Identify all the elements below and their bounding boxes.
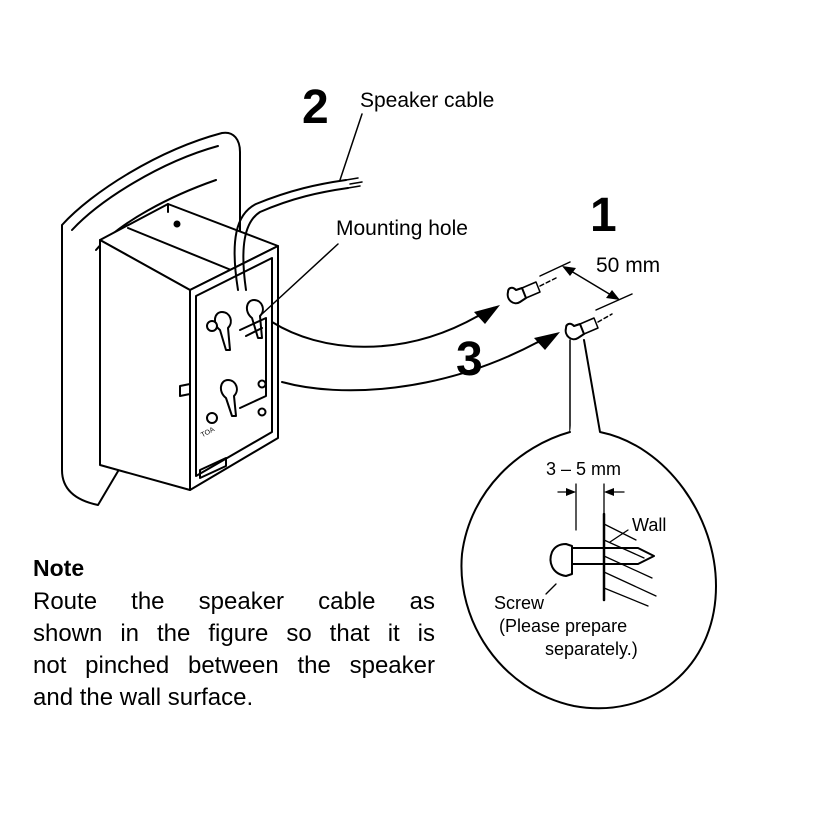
spacing-label: 50 mm	[596, 254, 661, 277]
speaker-cable-leader	[339, 113, 363, 181]
detail-callout	[460, 339, 717, 710]
mounting-hole-label: Mounting hole	[336, 217, 468, 240]
note-line: not pinched between the speaker	[33, 652, 435, 679]
speaker-rear-box	[99, 203, 279, 491]
speaker-cable-label: Speaker cable	[360, 89, 495, 112]
detail-arrowheads	[566, 488, 614, 496]
protrusion-label: 3 – 5 mm	[546, 459, 622, 479]
step-2-number: 2	[302, 81, 329, 134]
mounting-holes	[206, 299, 267, 424]
screw-label: Screw	[494, 593, 545, 613]
step-1-number: 1	[590, 189, 617, 242]
arrow-heads	[474, 305, 560, 350]
note-line: and the wall surface.	[33, 684, 254, 711]
step-3-number: 3	[456, 333, 483, 386]
screw-note-line2: separately.)	[545, 639, 638, 659]
speaker-cable	[233, 177, 363, 291]
wall-label: Wall	[632, 515, 667, 535]
note-body: Route the speaker cable as shown in the …	[33, 586, 435, 714]
mounting-hole-leader	[261, 243, 339, 315]
curved-arrows	[271, 306, 554, 392]
note-title: Note	[33, 555, 85, 581]
wall-screw-upper	[506, 277, 557, 305]
note-line: shown in the figure so that it is	[33, 620, 435, 647]
note-line: Route the speaker cable as	[33, 588, 435, 615]
wall-screw-lower	[564, 313, 613, 341]
spacing-dimension	[539, 261, 633, 311]
screw-note-line1: (Please prepare	[499, 616, 628, 636]
spacing-arrowheads	[562, 266, 620, 300]
